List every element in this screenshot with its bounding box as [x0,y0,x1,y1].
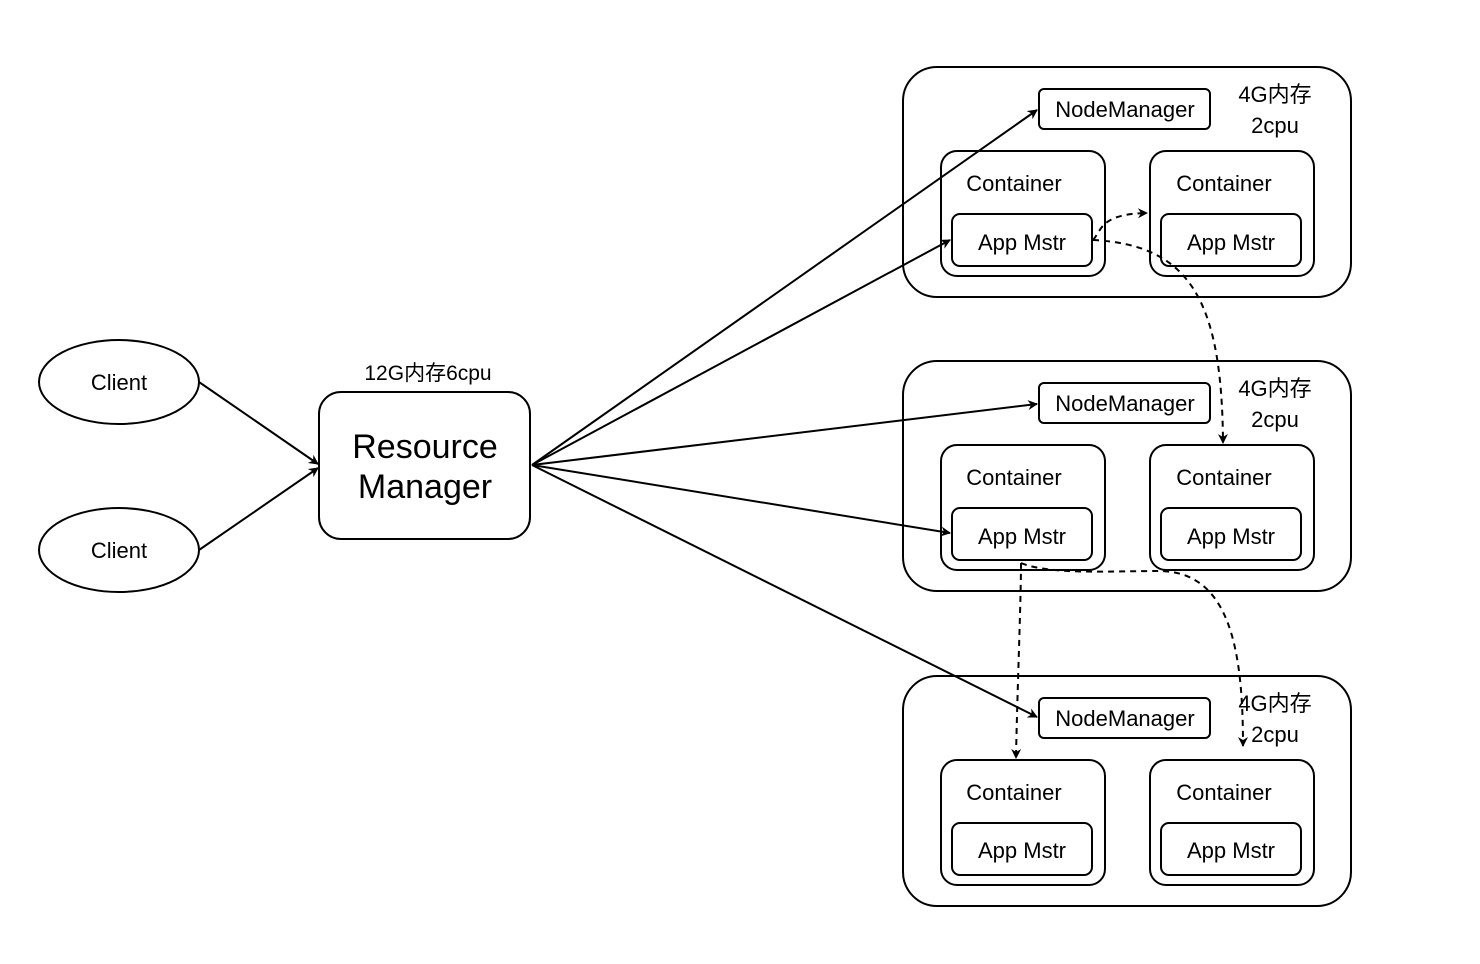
node-capacity-memory: 4G内存 [1238,376,1311,401]
container-label: Container [1176,780,1271,805]
app-master-box [951,822,1093,876]
container-label: Container [966,465,1061,490]
client-label: Client [91,370,147,395]
node-capacity-memory: 4G内存 [1238,82,1311,107]
node-group: NodeManager 4G内存 2cpu Container App Mstr… [902,360,1352,592]
node-manager-label: NodeManager [1055,97,1194,122]
app-master-box [1160,822,1302,876]
rm-to-appmaster-edge [531,464,951,537]
app-master-label: App Mstr [1187,524,1275,549]
app-master-box [951,213,1093,267]
app-master-box [1160,213,1302,267]
resource-manager-label-line1: Resource [352,428,498,466]
app-master-box [951,507,1093,561]
node-capacity-memory: 4G内存 [1238,691,1311,716]
client-node: Client [38,507,200,593]
rm-to-appmaster-edge [531,239,951,466]
node-manager-box [1038,382,1211,424]
resource-manager-capacity: 12G内存6cpu [364,362,491,385]
appmaster-to-container-edge [1092,208,1148,241]
resource-manager-node: Resource Manager [318,391,531,540]
appmaster-to-container-edge [1011,562,1022,759]
resource-manager-label-line2: Manager [358,468,492,506]
app-master-label: App Mstr [978,838,1066,863]
app-master-box [1160,507,1302,561]
container-label: Container [966,780,1061,805]
node-capacity-cpu: 2cpu [1251,113,1299,138]
container-label: Container [966,171,1061,196]
container-label: Container [1176,171,1271,196]
node-capacity-cpu: 2cpu [1251,722,1299,747]
container-label: Container [1176,465,1271,490]
rm-to-nodemanager-edge [531,464,1038,718]
node-manager-label: NodeManager [1055,706,1194,731]
client-to-rm-edge [198,467,319,551]
rm-to-nodemanager-edge [531,400,1038,466]
node-group: NodeManager 4G内存 2cpu Container App Mstr… [902,66,1352,298]
node-group: NodeManager 4G内存 2cpu Container App Mstr… [902,675,1352,907]
client-node: Client [38,339,200,425]
node-manager-box [1038,697,1211,739]
node-manager-box [1038,88,1211,130]
node-manager-label: NodeManager [1055,391,1194,416]
app-master-label: App Mstr [1187,230,1275,255]
node-capacity-cpu: 2cpu [1251,407,1299,432]
appmaster-to-container-edge [1092,239,1228,444]
app-master-label: App Mstr [978,230,1066,255]
client-label: Client [91,538,147,563]
app-master-label: App Mstr [978,524,1066,549]
rm-to-nodemanager-edge [531,109,1038,466]
client-to-rm-edge [198,381,319,465]
app-master-label: App Mstr [1187,838,1275,863]
